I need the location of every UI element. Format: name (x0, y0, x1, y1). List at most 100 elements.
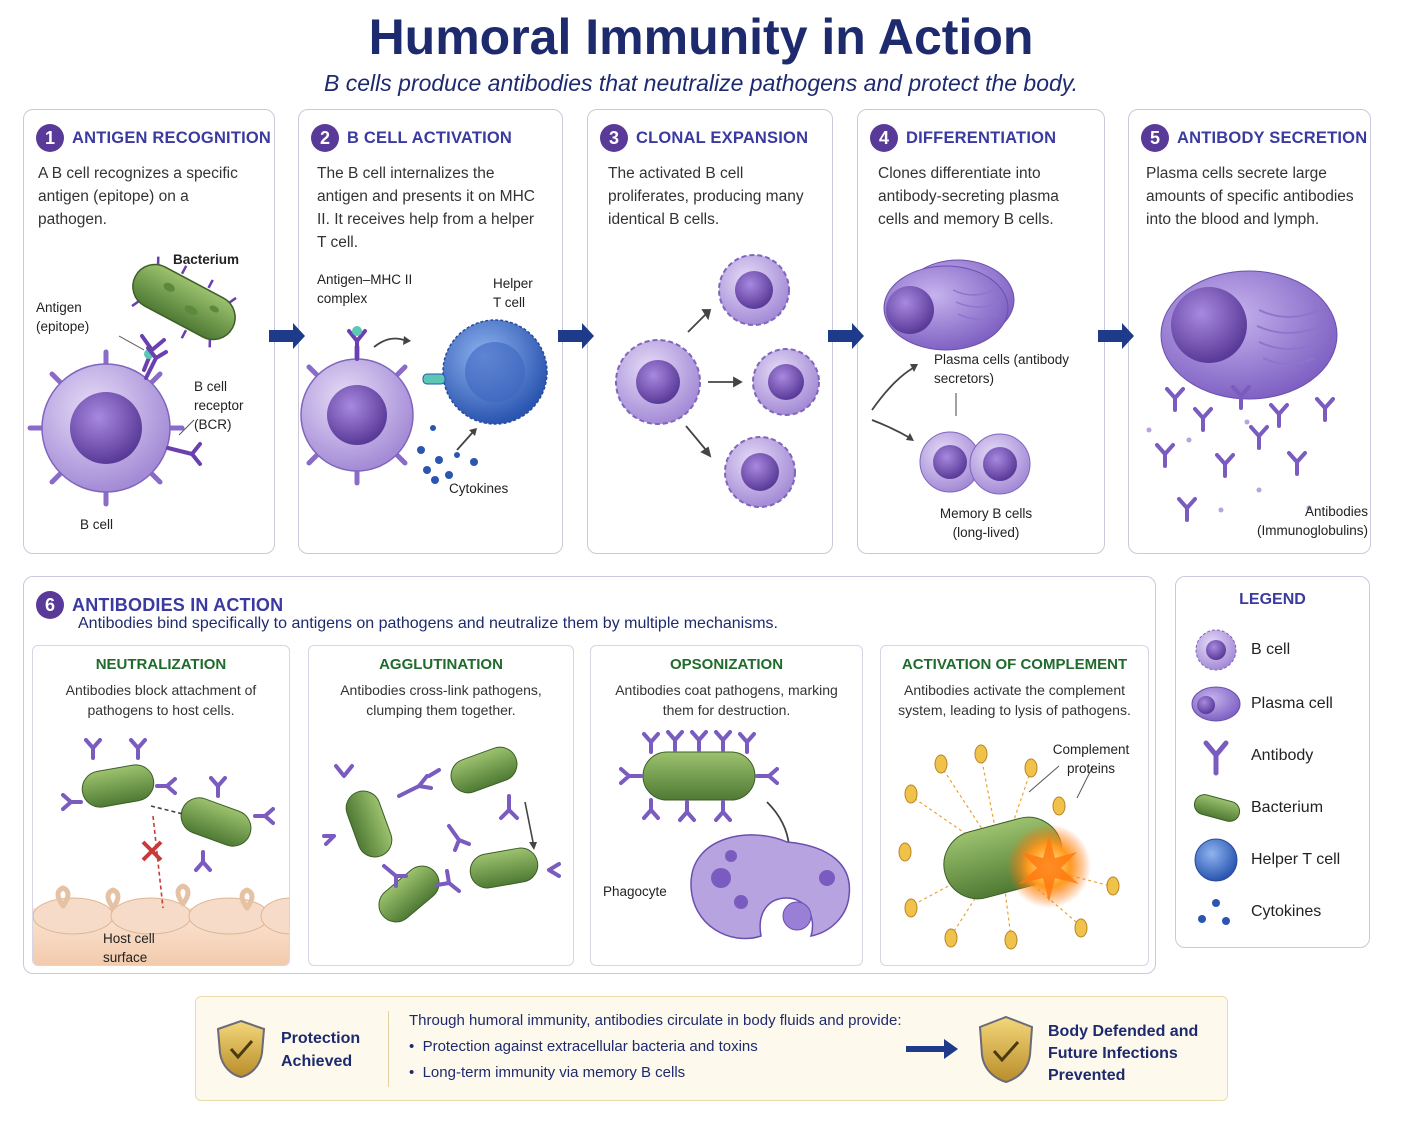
step-panel-antibody-secretion: 5 ANTIBODY SECRETION Plasma cells secrete… (1128, 109, 1371, 554)
label-phagocyte: Phagocyte (603, 884, 667, 899)
step-title: ANTIGEN RECOGNITION (72, 128, 272, 147)
differentiation-illustration (871, 259, 1031, 495)
b-cell-activation-illustration (300, 319, 548, 486)
legend-label: Cytokines (1251, 903, 1322, 920)
step-title: B CELL ACTIVATION (347, 128, 513, 147)
protection-achieved-label: Protection Achieved (281, 1030, 361, 1070)
step-number: 5 (1141, 124, 1169, 152)
clonal-expansion-illustration (615, 254, 820, 508)
legend-label: Helper T cell (1251, 851, 1341, 868)
plasma-cell-icon (1191, 686, 1241, 722)
step-number: 6 (36, 591, 64, 619)
section-description: Antibodies bind specifically to antigens… (78, 615, 778, 632)
bacterium-icon (469, 847, 539, 889)
legend-item: Antibody (1190, 733, 1360, 779)
step-panel-clonal-expansion: 3 CLONAL EXPANSION The activated B cell p… (587, 109, 833, 554)
mechanism-description: Antibodies activate the complement syste… (898, 682, 1131, 718)
legend-item: Helper T cell (1190, 837, 1360, 883)
phagocyte-icon (690, 834, 851, 940)
b-cell-icon (615, 339, 701, 425)
arrow-right-icon (1098, 323, 1134, 349)
antibody-icon (322, 764, 561, 893)
bacterium-icon (450, 746, 518, 794)
bacterium-icon (1193, 794, 1241, 822)
cytokines-icon (417, 425, 478, 484)
mechanism-complement-activation: ACTIVATION OF COMPLEMENT Antibodies acti… (880, 645, 1149, 966)
b-cell-icon (752, 348, 820, 416)
legend-label: Bacterium (1251, 799, 1324, 816)
label-memory-b-cells: Memory B cells (long-lived) (939, 506, 1033, 540)
step-title: ANTIBODY SECRETION (1177, 128, 1368, 147)
label-host-cell-surface: Host cell surface (103, 931, 155, 965)
plasma-cell-icon (1160, 270, 1338, 400)
antigen-recognition-illustration (27, 256, 237, 507)
blocked-x-icon (141, 840, 163, 862)
b-cell-icon (27, 346, 202, 507)
legend-item: B cell (1190, 627, 1360, 673)
b-cell-icon (724, 436, 796, 508)
label-b-cell: B cell (80, 517, 114, 532)
label-plasma-cells: Plasma cells (antibody secretors) (934, 352, 1070, 386)
summary-intro: Through humoral immunity, antibodies cir… (409, 1012, 902, 1029)
label-antibodies: Antibodies (Immunoglobulins) (1256, 504, 1368, 538)
mechanism-neutralization: NEUTRALIZATION Antibodies block attachme… (32, 645, 290, 966)
mechanism-opsonization: OPSONIZATION Antibodies coat pathogens, … (590, 645, 863, 966)
legend-title: LEGEND (1239, 591, 1306, 608)
bacterium-icon (378, 865, 440, 923)
antibody-icon (1203, 740, 1229, 776)
label-bacterium: Bacterium (173, 252, 240, 267)
step-number: 4 (870, 124, 898, 152)
legend-item: Bacterium (1190, 785, 1360, 831)
mechanism-description: Antibodies coat pathogens, marking them … (615, 682, 838, 718)
step-arrows (269, 323, 1134, 349)
step-description: The activated B cell proliferates, produ… (608, 165, 804, 228)
neutralization-illustration (33, 738, 289, 965)
label-helper-t-cell: Helper T cell (493, 276, 533, 310)
step-description: Plasma cells secrete large amounts of sp… (1146, 165, 1354, 228)
shield-icon (978, 1015, 1034, 1084)
step-number: 3 (600, 124, 628, 152)
antibody-secretion-illustration (1146, 270, 1338, 522)
page-subtitle: B cells produce antibodies that neutrali… (324, 70, 1078, 96)
bacterium-icon (345, 790, 393, 858)
mechanism-agglutination: AGGLUTINATION Antibodies cross-link path… (308, 645, 574, 966)
legend: LEGEND B cell Plasma cell Antibody Bacte… (1175, 576, 1370, 948)
label-bcr: B cell receptor (BCR) (194, 379, 244, 432)
memory-b-cell-icon (919, 431, 1031, 495)
page-title: Humoral Immunity in Action (368, 9, 1034, 65)
summary-bullet: • Long-term immunity via memory B cells (409, 1064, 686, 1081)
mechanism-description: Antibodies block attachment of pathogens… (65, 682, 257, 718)
arrow-right-icon (906, 1039, 958, 1059)
step-title: DIFFERENTIATION (906, 128, 1057, 147)
complement-activation-illustration (898, 744, 1120, 950)
mechanism-description: Antibodies cross-link pathogens, clumpin… (340, 682, 542, 718)
step-number: 2 (311, 124, 339, 152)
mechanism-title: ACTIVATION OF COMPLEMENT (901, 656, 1128, 673)
b-cell-icon (718, 254, 790, 326)
mechanism-title: NEUTRALIZATION (95, 656, 227, 673)
protection-summary: Protection Achieved Through humoral immu… (195, 996, 1228, 1101)
step-title: CLONAL EXPANSION (636, 128, 809, 147)
antibody-icon (61, 738, 275, 872)
mechanism-title: AGGLUTINATION (379, 656, 503, 673)
step-description: Clones differentiate into antibody-secre… (878, 165, 1059, 228)
step-panel-differentiation: 4 DIFFERENTIATION Clones differentiate in… (857, 109, 1105, 554)
label-mhc-complex: Antigen–MHC II complex (317, 272, 413, 306)
legend-label: Antibody (1251, 747, 1314, 764)
bacterium-icon (642, 751, 756, 801)
summary-bullet-text: Long-term immunity via memory B cells (422, 1064, 686, 1081)
complement-proteins-icon (898, 744, 1120, 950)
arrow-right-icon (828, 323, 864, 349)
divider (388, 1011, 389, 1087)
shield-icon (216, 1019, 266, 1079)
step-number: 1 (36, 124, 64, 152)
b-cell-icon (1195, 629, 1237, 671)
summary-bullet: • Protection against extracellular bacte… (409, 1038, 758, 1055)
step-description: The B cell internalizes the antigen and … (317, 165, 535, 251)
agglutination-illustration (322, 746, 561, 923)
cytokines-icon (1198, 899, 1230, 925)
body-defended-label: Body Defended and Future Infections Prev… (1048, 1023, 1199, 1084)
step-panel-b-cell-activation: 2 B CELL ACTIVATION The B cell internaliz… (298, 109, 563, 554)
